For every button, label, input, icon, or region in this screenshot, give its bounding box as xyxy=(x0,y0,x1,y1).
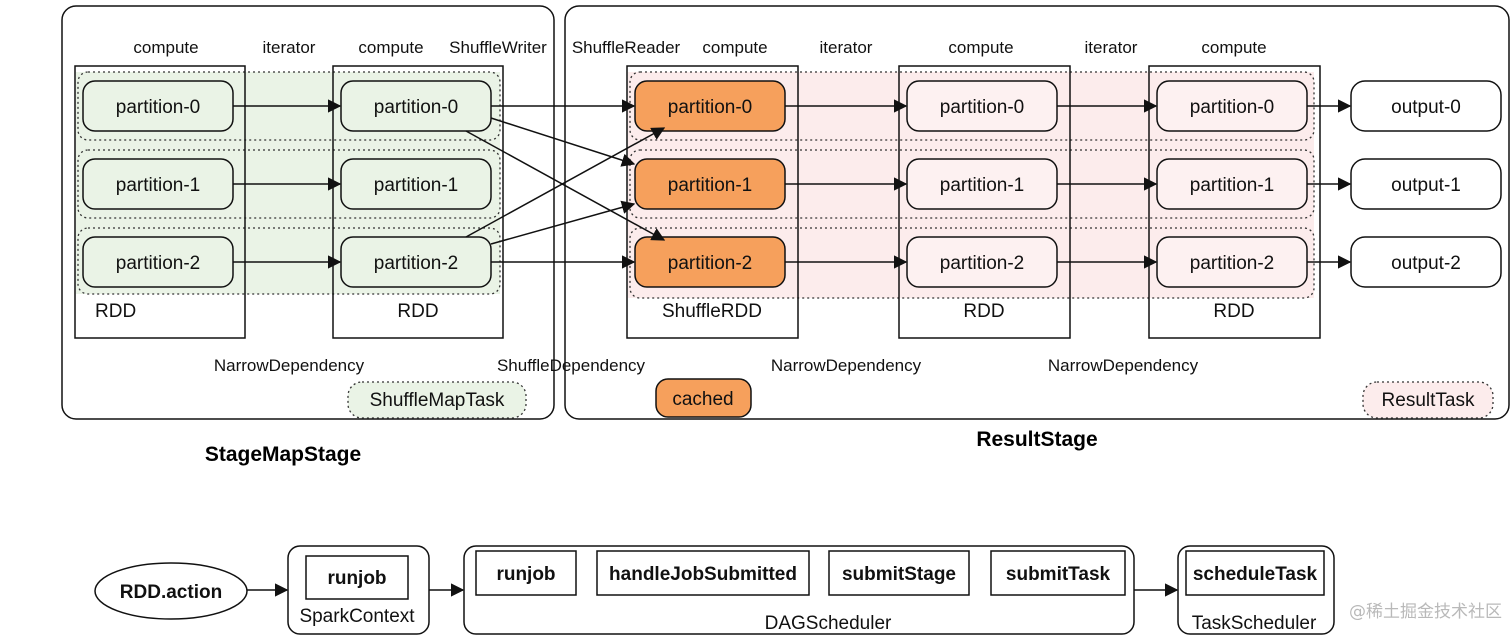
watermark: @稀土掘金技术社区 xyxy=(1349,602,1502,622)
shuffle-dependency-label: ShuffleDependency xyxy=(497,356,646,375)
arrow-shuffle-2-0 xyxy=(465,127,666,238)
task-scheduler-label: TaskScheduler xyxy=(1192,613,1317,634)
spark-context-runjob-label: runjob xyxy=(327,568,386,589)
cached-label: cached xyxy=(672,389,733,410)
map-compute-label-1: compute xyxy=(133,38,198,57)
map-rdd1-box xyxy=(74,65,246,339)
dag-runjob xyxy=(475,550,577,596)
map-rdd2-box xyxy=(332,65,504,339)
result-rdd3-box xyxy=(1148,65,1321,339)
shuffle-rdd-partition-0-label: partition-0 xyxy=(668,97,753,118)
rdd-action-label: RDD.action xyxy=(120,582,222,603)
result-rdd2-partition-1-label: partition-1 xyxy=(940,175,1025,196)
result-narrow-dependency-label-2: NarrowDependency xyxy=(1048,356,1199,375)
shuffle-writer-label: ShuffleWriter xyxy=(449,38,547,57)
map-row-1-dotted xyxy=(77,149,501,219)
shuffle-map-task-badge xyxy=(347,381,527,419)
output-1-label: output-1 xyxy=(1391,175,1461,196)
result-task-badge xyxy=(1362,381,1494,419)
map-rdd2-partition-1-label: partition-1 xyxy=(374,175,459,196)
shuffle-rdd-partition-1-label: partition-1 xyxy=(668,175,753,196)
rdd-action-node xyxy=(94,562,248,620)
result-compute-label-1: compute xyxy=(702,38,767,57)
result-compute-label-3: compute xyxy=(1201,38,1266,57)
result-rdd2-partition-2-label: partition-2 xyxy=(940,253,1025,274)
result-rdd2-box xyxy=(898,65,1071,339)
result-narrow-dependency-label-1: NarrowDependency xyxy=(771,356,922,375)
dag-submit-task-label: submitTask xyxy=(1006,564,1111,585)
shuffle-rdd-partition-2-label: partition-2 xyxy=(668,253,753,274)
map-rdd2-partition-2-label: partition-2 xyxy=(374,253,459,274)
result-task-label: ResultTask xyxy=(1382,390,1475,411)
output-2-label: output-2 xyxy=(1391,253,1461,274)
arrow-shuffle-2-1 xyxy=(490,200,636,245)
map-iterator-label: iterator xyxy=(263,38,316,57)
task-scheduler-schedule-task xyxy=(1185,550,1325,596)
map-rdd1-label: RDD xyxy=(95,301,136,322)
shuffle-reader-label: ShuffleReader xyxy=(572,38,681,57)
map-rdd1-partition-0-label: partition-0 xyxy=(116,97,201,118)
map-compute-label-2: compute xyxy=(358,38,423,57)
dag-submit-stage xyxy=(828,550,970,596)
map-rdd1-partition-1-label: partition-1 xyxy=(116,175,201,196)
result-iterator-label-2: iterator xyxy=(1085,38,1138,57)
map-rdd2-label: RDD xyxy=(397,301,438,322)
map-rdd2-partition-0-label: partition-0 xyxy=(374,97,459,118)
map-stage-title: StageMapStage xyxy=(205,443,361,466)
arrow-shuffle-0-2 xyxy=(465,130,666,241)
result-row-2-dotted xyxy=(629,227,1315,299)
cached-badge xyxy=(655,378,752,418)
output-0-label: output-0 xyxy=(1391,97,1461,118)
map-row-2-dotted xyxy=(77,227,501,295)
dag-scheduler-label: DAGScheduler xyxy=(765,613,892,634)
map-narrow-dependency-label: NarrowDependency xyxy=(214,356,365,375)
result-rdd3-partition-0-label: partition-0 xyxy=(1190,97,1275,118)
dag-submit-stage-label: submitStage xyxy=(842,564,956,585)
result-rdd2-label: RDD xyxy=(963,301,1004,322)
result-rdd3-label: RDD xyxy=(1213,301,1254,322)
shuffle-map-task-label: ShuffleMapTask xyxy=(370,390,505,411)
schedule-task-label: scheduleTask xyxy=(1193,564,1318,585)
spark-context-runjob xyxy=(305,555,409,600)
shuffle-rdd-label: ShuffleRDD xyxy=(662,301,762,322)
dag-submit-task xyxy=(990,550,1126,596)
arrow-shuffle-0-1 xyxy=(490,117,636,167)
result-compute-label-2: compute xyxy=(948,38,1013,57)
spark-context-label: SparkContext xyxy=(299,606,415,627)
dag-handle-job-submitted xyxy=(596,550,810,596)
dag-handle-job-submitted-label: handleJobSubmitted xyxy=(609,564,797,585)
result-row-1-dotted xyxy=(629,149,1315,219)
dag-runjob-label: runjob xyxy=(496,564,555,585)
result-iterator-label-1: iterator xyxy=(820,38,873,57)
result-rdd3-partition-1-label: partition-1 xyxy=(1190,175,1275,196)
map-rdd1-partition-2-label: partition-2 xyxy=(116,253,201,274)
result-rdd3-partition-2-label: partition-2 xyxy=(1190,253,1275,274)
result-stage-title: ResultStage xyxy=(976,428,1097,451)
result-rdd2-partition-0-label: partition-0 xyxy=(940,97,1025,118)
